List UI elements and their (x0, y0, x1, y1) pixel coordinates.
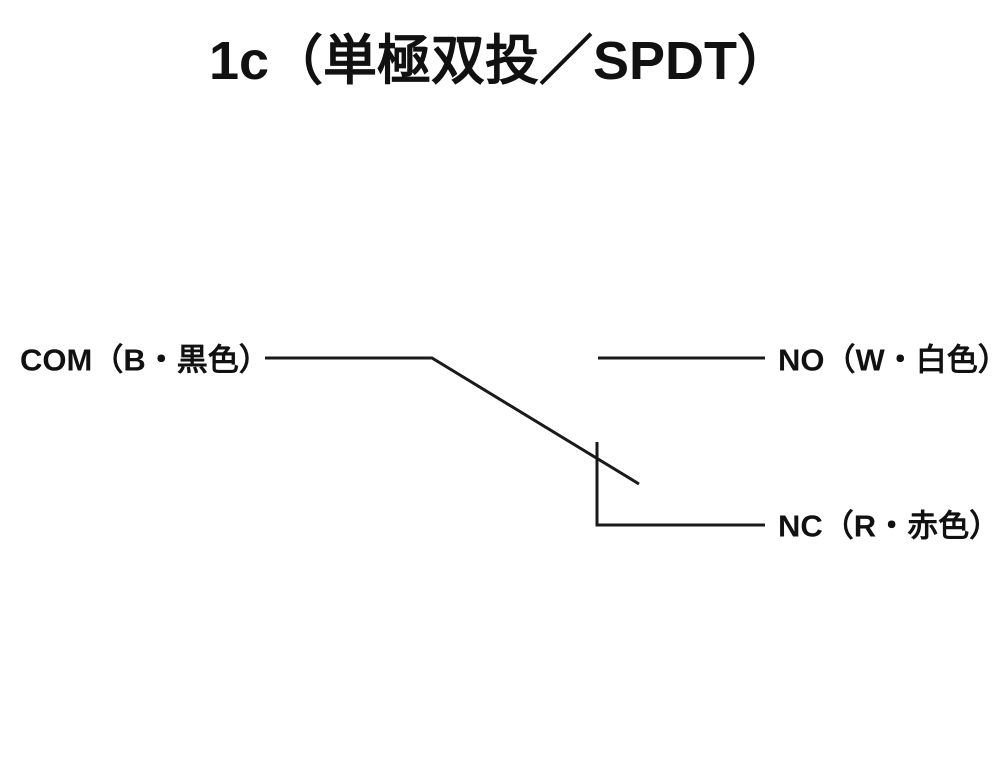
terminal-label-no: NO（W・白色） (778, 342, 1000, 378)
terminal-label-com: COM（B・黒色） (20, 342, 270, 378)
nc-lead-line (595, 442, 765, 527)
com-lead-and-switch-arm-line (265, 356, 640, 486)
terminal-label-nc: NC（R・赤色） (778, 508, 1000, 544)
diagram-title: 1c（単極双投／SPDT） (208, 31, 792, 91)
